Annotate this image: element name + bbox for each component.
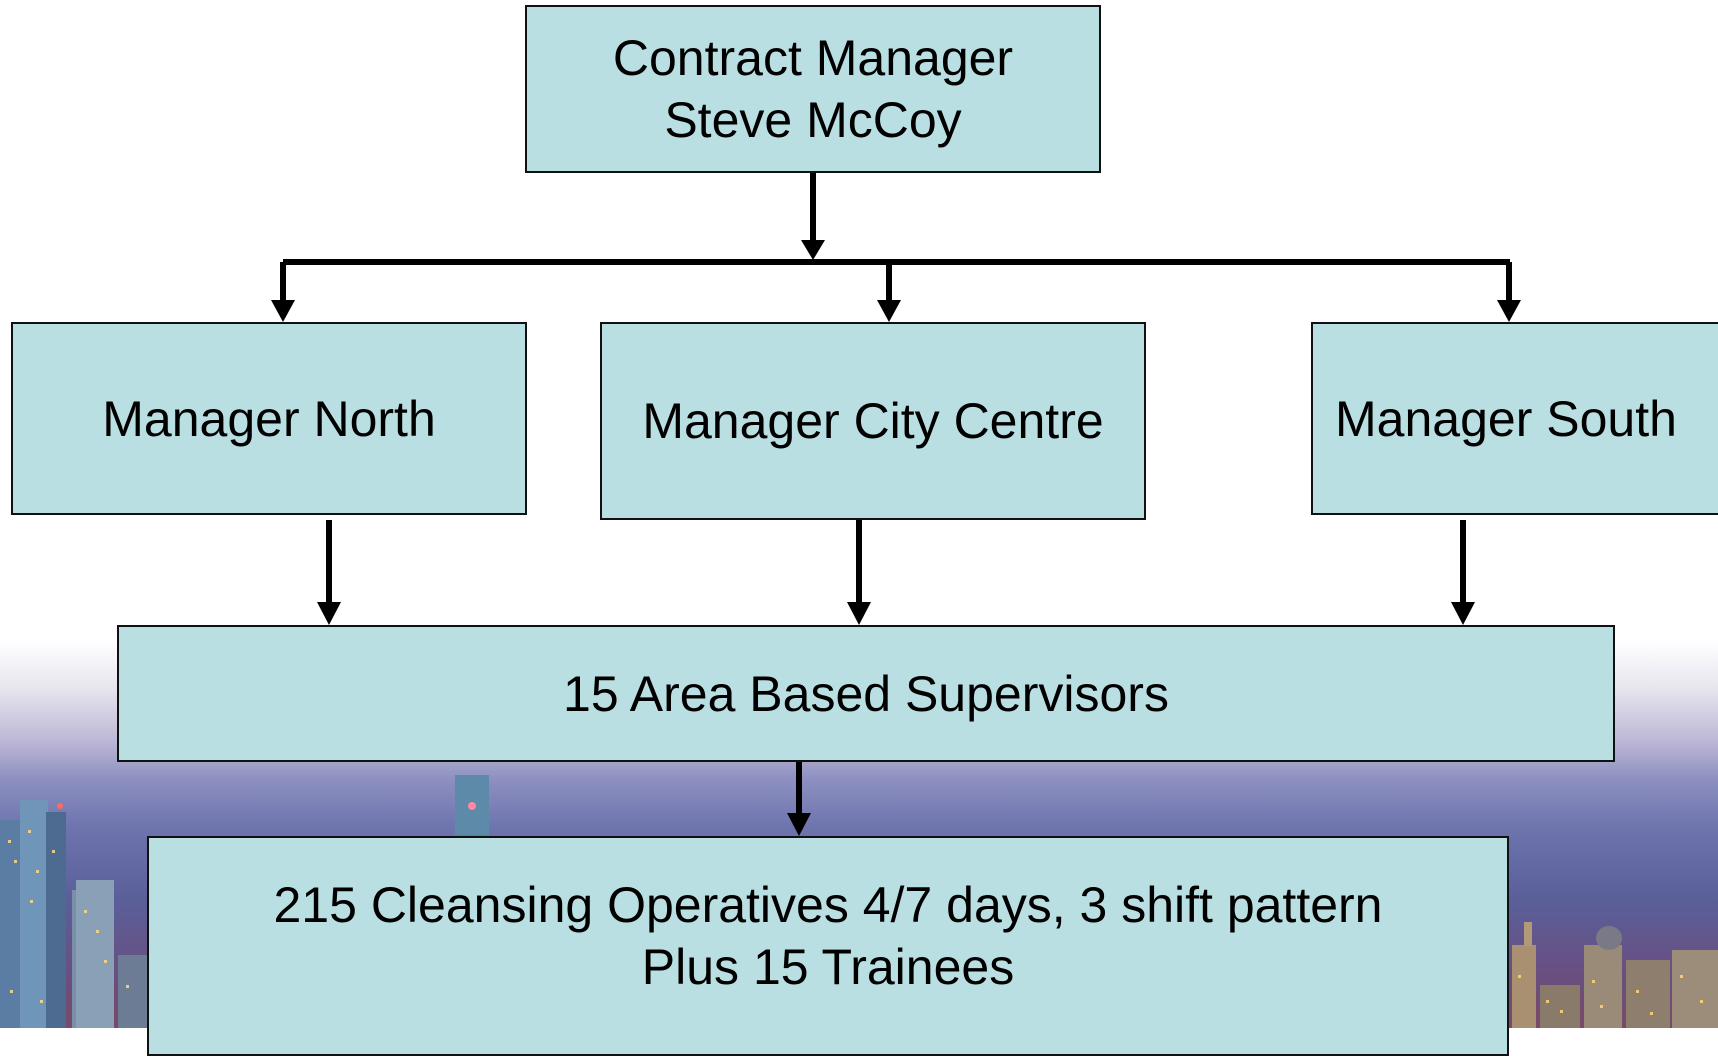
operatives-line-2: Plus 15 Trainees: [641, 939, 1015, 995]
arrowhead: [1497, 300, 1521, 322]
skyline-building: [1584, 945, 1622, 1028]
operatives-box: 215 Cleansing Operatives 4/7 days, 3 shi…: [147, 836, 1509, 1056]
manager-city-centre-box: Manager City Centre: [600, 322, 1146, 520]
contract-manager-role: Contract Manager: [612, 30, 1014, 86]
skyline-building: [1512, 945, 1536, 1028]
skyline-building: [118, 955, 148, 1028]
skyline-building: [1672, 950, 1718, 1028]
contract-manager-box: Contract Manager Steve McCoy: [525, 5, 1101, 173]
skyline-building: [1626, 960, 1670, 1028]
arrowhead: [271, 300, 295, 322]
city-skyline-image: [0, 775, 1718, 1028]
arrowhead: [1451, 602, 1475, 625]
manager-south-box: Manager South: [1311, 322, 1718, 515]
skyline-light: [57, 803, 63, 809]
arrowhead: [847, 602, 871, 625]
arrowhead: [317, 602, 341, 625]
manager-city-centre-label: Manager City Centre: [642, 393, 1104, 449]
arrowhead: [877, 300, 901, 322]
manager-south-label: Manager South: [1335, 390, 1677, 447]
arrowhead: [801, 240, 825, 260]
skyline-building: [46, 812, 66, 1028]
skyline-building: [1524, 922, 1532, 946]
arrowhead: [787, 813, 811, 836]
operatives-line-1: 215 Cleansing Operatives 4/7 days, 3 shi…: [273, 877, 1383, 933]
skyline-building: [0, 820, 22, 1028]
manager-north-box: Manager North: [11, 322, 527, 515]
skyline-building: [20, 800, 48, 1028]
skyline-dome: [1596, 926, 1622, 950]
skyline-building: [1540, 985, 1580, 1028]
manager-north-label: Manager North: [102, 390, 436, 447]
skyline-building: [76, 880, 114, 1028]
skyline-light: [468, 802, 476, 810]
contract-manager-name: Steve McCoy: [664, 92, 962, 148]
connector-lines: [271, 173, 1521, 836]
supervisors-box: 15 Area Based Supervisors: [117, 625, 1615, 762]
supervisors-label: 15 Area Based Supervisors: [563, 665, 1169, 722]
